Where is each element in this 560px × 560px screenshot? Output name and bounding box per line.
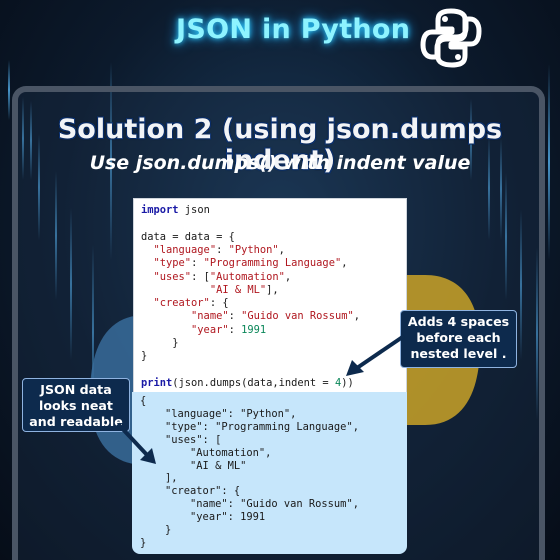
code-line: "name": "Guido van Rossum", [191, 310, 360, 323]
indent-callout: Adds 4 spaces before each nested level . [400, 310, 517, 368]
python-logo-icon [420, 8, 482, 68]
code-line: "year": 1991 [191, 323, 267, 336]
code-line: print(json.dumps(data,indent = 4)) [141, 376, 354, 389]
code-line: "creator": { [153, 297, 229, 310]
output-line: { [140, 395, 147, 407]
readable-callout: JSON data looks neat and readable [22, 378, 130, 432]
light-streak [520, 210, 522, 360]
background-light-streaks [0, 60, 560, 560]
code-editor: import json data = data = { "language": "… [133, 198, 407, 393]
light-streak [470, 99, 472, 180]
light-streak [110, 62, 112, 260]
light-streak [548, 64, 550, 260]
arrow-to-indent-icon [346, 334, 406, 376]
output-line: "name": "Guido van Rossum", [140, 498, 359, 511]
output-line: "language": "Python", [140, 407, 297, 420]
code-line: "AI & ML"], [209, 283, 279, 296]
output-line: ], [140, 472, 178, 485]
page-title: JSON in Python [176, 14, 411, 45]
light-streak [55, 171, 57, 300]
code-line: "language": "Python", [153, 243, 285, 256]
output-line: "Automation", [140, 446, 272, 459]
code-line: "uses": ["Automation", [153, 270, 292, 283]
output-line: } [140, 524, 172, 536]
output-line: "AI & ML" [140, 459, 247, 472]
light-streak [488, 136, 490, 240]
light-streak [92, 245, 94, 420]
light-streak [70, 208, 72, 360]
output-line: "year": 1991 [140, 511, 266, 524]
section-title: Solution 2 (using json.dumps indent) [57, 114, 503, 176]
light-streak [22, 97, 24, 180]
arrow-to-output-icon [116, 422, 156, 464]
output-panel: { "language": "Python", "type": "Program… [132, 392, 407, 554]
code-line: data = data = { [141, 230, 235, 243]
output-line: "creator": { [140, 485, 241, 498]
section-subtitle: Use json.dumps() with indent value [89, 152, 471, 174]
light-streak [30, 101, 32, 180]
light-streak [536, 247, 538, 420]
code-line: } [141, 337, 179, 349]
light-streak [8, 60, 10, 120]
light-streak [505, 173, 507, 300]
output-line: } [140, 536, 147, 549]
light-streak [38, 134, 40, 240]
code-line: "type": "Programming Language", [153, 257, 348, 270]
output-line: "uses": [ [140, 433, 222, 446]
code-line: } [141, 350, 148, 363]
output-line: "type": "Programming Language", [140, 420, 359, 433]
light-streak [500, 138, 502, 240]
code-line: import json [141, 204, 210, 216]
